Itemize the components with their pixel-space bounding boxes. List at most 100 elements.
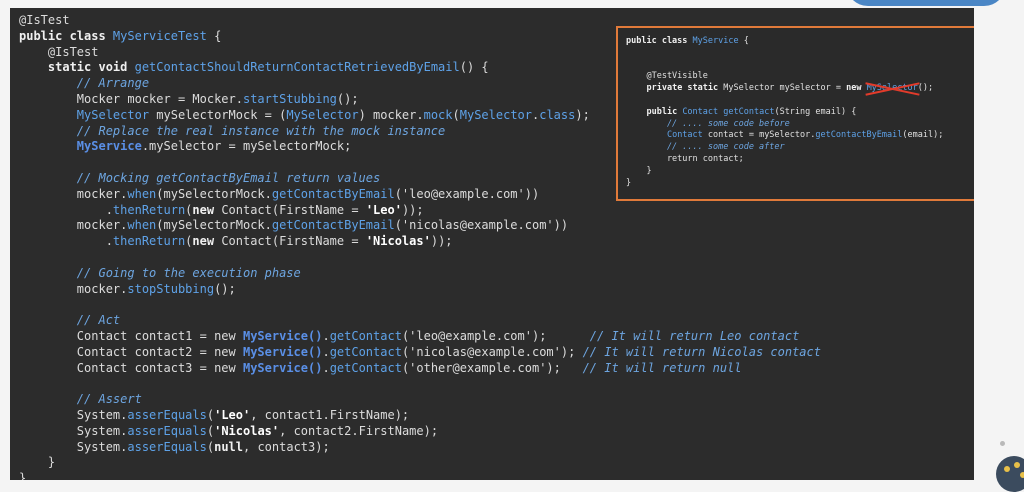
code-token: MyService [76,139,142,154]
main-code-line: .thenReturn(new Contact(FirstName = 'Leo… [19,203,821,219]
code-token: thenReturn [112,202,186,217]
code-token: Contact contact2 = new [19,344,243,359]
code-token: , contact1.FirstName); [250,407,410,422]
code-token: asserEquals [127,423,207,438]
code-token: mocker. [19,186,128,201]
code-token: asserEquals [127,407,207,422]
code-token: { [738,36,749,46]
code-token: // .... some code after [626,142,785,153]
code-token: new [846,83,867,94]
code-token: 'Leo' [214,407,251,422]
main-code-line: MySelector mySelectorMock = (MySelector)… [19,108,821,124]
code-token: } [19,471,27,480]
code-token: thenReturn [112,234,186,249]
code-token: getContactByEmail [271,186,395,201]
code-token: ( [452,107,460,122]
main-code-line: // Replace the real instance with the mo… [19,124,821,140]
code-token: MyServiceTest [112,28,207,43]
code-token: (mySelectorMock. [156,186,272,201]
code-token: getContactByEmail [815,130,903,141]
code-token: . [532,107,540,122]
code-token: (); [917,83,934,94]
main-code-line: // Going to the execution phase [19,266,821,282]
main-code-line [19,297,821,313]
code-token: MySelector [459,107,532,122]
code-token: ('leo@example.com')) [394,186,540,201]
code-token: new [192,234,222,249]
code-token: . [322,360,330,375]
code-token [19,60,48,74]
code-token: @TestVisible [626,71,708,82]
main-code-line: System.asserEquals('Leo', contact1.First… [19,408,821,424]
code-token: , contact2.FirstName); [279,423,439,438]
main-code-line: Contact contact2 = new MyService().getCo… [19,345,821,361]
code-token: asserEquals [127,439,207,454]
top-bubble-decoration [846,0,1006,6]
code-token: private static [646,83,724,94]
code-token: // It will return Nicolas contact [582,344,821,359]
code-token: mocker. [19,281,128,296]
code-token: 'Leo' [365,202,402,217]
main-code-line: } [19,471,821,480]
code-token: System. [19,439,128,454]
code-token: Contact(FirstName = [221,202,366,217]
code-token: . [19,202,113,217]
code-token: System. [19,407,128,422]
code-token: MyService() [242,328,323,343]
code-token: MyService() [242,360,323,375]
code-token: ('leo@example.com'); [401,328,590,343]
code-token [19,108,77,122]
code-token: System. [19,423,128,438]
popup-code-line: } [626,178,943,190]
popup-code-line: } [626,166,943,178]
popup-code-line: @TestVisible [626,71,943,83]
code-token: 'Nicolas' [365,234,431,249]
code-token: when [127,218,157,233]
code-token: () { [459,60,489,75]
myservice-class-popup: public class MyService { @TestVisible pr… [616,26,974,201]
code-token [626,130,667,140]
main-code-line: mocker.stopStubbing(); [19,282,821,298]
main-code-line: @IsTest [19,45,821,61]
code-token: // It will return null [582,360,742,375]
code-token: } [19,455,56,470]
code-token: MyService [692,36,739,46]
code-token: )); [401,202,424,217]
main-code-line: static void getContactShouldReturnContac… [19,60,821,76]
code-token: getContact [723,106,775,117]
code-token [626,83,646,93]
code-token: getContact [329,328,402,343]
code-token: // Arrange [19,76,150,91]
code-token: getContactByEmail [271,218,395,233]
code-token: @IsTest [19,13,70,27]
code-token: Mocker mocker = Mocker. [19,91,243,106]
code-token: .mySelector = mySelectorMock; [141,139,352,154]
code-token: when [127,186,157,201]
code-token: ('other@example.com'); [401,360,583,375]
code-token: // Assert [19,392,142,407]
popup-code-line: private static MySelector mySelector = n… [626,83,943,95]
code-token: ( [206,439,215,454]
code-token: new [192,202,222,217]
code-token: mocker. [19,218,128,233]
code-token: ('nicolas@example.com'); [401,344,583,359]
code-token: contact = mySelector. [702,130,816,141]
code-token: . [322,328,330,343]
code-token: stopStubbing [127,281,215,296]
popup-code-line [626,60,943,72]
main-code-line: mocker.when(mySelectorMock.getContactByE… [19,218,821,234]
code-token: MyService() [242,344,323,359]
main-code-line: System.asserEquals('Nicolas', contact2.F… [19,424,821,440]
code-token: { [206,28,222,43]
code-token: // It will return Leo contact [589,328,800,343]
code-token: ( [206,407,215,422]
code-token: MySelector mySelector = [723,83,847,94]
code-token: static void [47,60,135,75]
code-token: Contact [666,130,703,141]
main-code-line: } [19,455,821,471]
code-token: )); [430,234,453,249]
main-code-line: // Act [19,313,821,329]
code-token: } [626,165,652,176]
